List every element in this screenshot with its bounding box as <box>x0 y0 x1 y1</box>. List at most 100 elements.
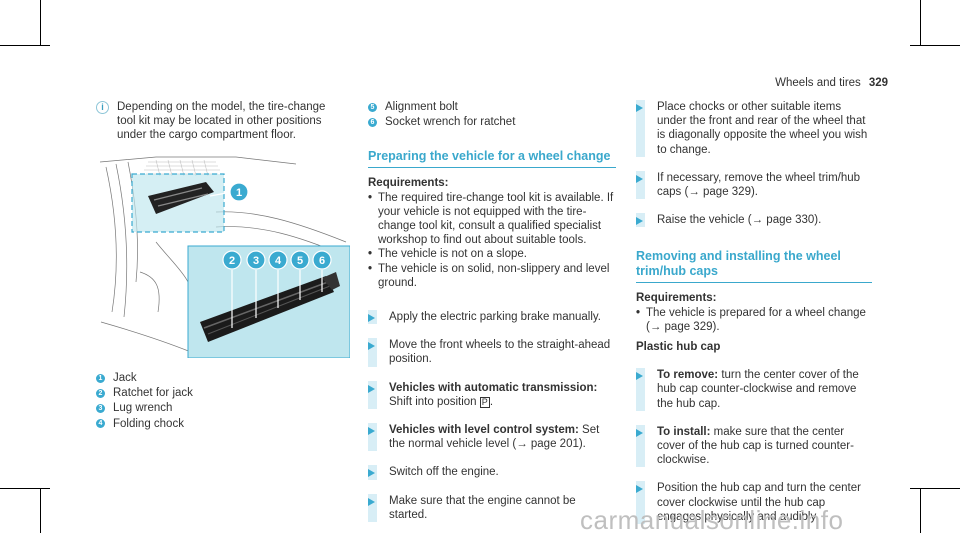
section-name: Wheels and tires <box>775 77 861 89</box>
crop-mark <box>0 45 50 46</box>
requirement-text: The vehicle is prepared for a wheel chan… <box>646 306 866 333</box>
callout-1: 1 <box>229 182 249 202</box>
legend-number: 3 <box>96 404 105 413</box>
step-text: Place chocks or other suitable items und… <box>657 101 868 156</box>
jack-shape <box>148 182 214 214</box>
callout-3: 3 <box>246 250 266 270</box>
step-arrow-icon <box>636 368 645 411</box>
step-item: Make sure that the engine cannot be star… <box>368 493 616 523</box>
step-arrow-icon <box>636 481 645 525</box>
step-text: Move the front wheels to the straight-ah… <box>389 339 611 366</box>
requirement-item: • The vehicle is prepared for a wheel cha… <box>636 306 872 334</box>
requirement-text: The required tire-change tool kit is ava… <box>378 191 614 247</box>
step-item: To install: make sure that the center co… <box>636 424 872 468</box>
crop-mark <box>920 488 921 533</box>
crop-mark <box>40 0 41 46</box>
info-note: i Depending on the model, the tire-chang… <box>96 100 344 143</box>
note-text: Depending on the model, the tire-change … <box>117 101 326 142</box>
legend-label: Jack <box>113 372 137 384</box>
step-arrow-icon <box>368 338 377 367</box>
step-arrow-icon <box>368 493 377 523</box>
step-item: Place chocks or other suitable items und… <box>636 100 872 157</box>
step-item: Position the hub cap and turn the center… <box>636 481 872 525</box>
column-1: i Depending on the model, the tire-chang… <box>96 100 344 143</box>
step-item: Raise the vehicle (→ page 330). <box>636 213 872 228</box>
svg-text:5: 5 <box>297 255 303 267</box>
step-text: Raise the vehicle (→ page 330). <box>657 214 822 227</box>
crop-mark <box>0 488 50 489</box>
step-arrow-icon <box>368 380 377 410</box>
step-item: Vehicles with automatic transmission:Shi… <box>368 380 616 410</box>
step-item: If necessary, remove the wheel trim/hub … <box>636 170 872 200</box>
step-arrow-icon <box>636 170 645 200</box>
step-item: Vehicles with level control system: Set … <box>368 423 616 452</box>
step-item: Switch off the engine. <box>368 465 616 480</box>
callout-2: 2 <box>222 250 242 270</box>
column-3: Place chocks or other suitable items und… <box>636 100 872 525</box>
legend-number: 2 <box>96 388 105 398</box>
step-text: Position the hub cap and turn the center… <box>657 482 861 523</box>
step-arrow-icon <box>636 100 645 157</box>
step-condition: Vehicles with automatic transmission: <box>389 381 598 394</box>
svg-text:1: 1 <box>236 187 242 199</box>
requirement-item: • The required tire-change tool kit is av… <box>368 191 616 248</box>
jack-highlight-frame <box>131 173 225 233</box>
subheading-plastic-hub-cap: Plastic hub cap <box>636 341 721 354</box>
legend-label: Folding chock <box>113 417 184 430</box>
step-item: Move the front wheels to the straight-ah… <box>368 338 616 367</box>
step-action: Set the normal vehicle level (→ page 201… <box>389 424 600 451</box>
bullet-dot: • <box>368 191 373 204</box>
legend-item: 2 Ratchet for jack <box>96 386 344 400</box>
callout-6: 6 <box>312 250 332 270</box>
step-arrow-icon <box>368 310 377 325</box>
requirements-label: Requirements: <box>368 177 449 190</box>
legend-label: Lug wrench <box>113 402 173 415</box>
bullet-dot: • <box>368 262 373 275</box>
legend-item: 3 Lug wrench <box>96 401 344 415</box>
step-text: Vehicles with automatic transmission:Shi… <box>389 381 598 408</box>
requirement-item: •The vehicle is not on a slope. <box>368 247 616 261</box>
step-item: To remove: turn the center cover of the … <box>636 368 872 411</box>
watermark: carmanualsonline.info <box>580 505 844 535</box>
step-condition: To install: <box>657 425 711 438</box>
section-title-removing: Removing and installing the wheel trim/h… <box>636 249 872 284</box>
step-text: Apply the electric parking brake manuall… <box>389 311 602 324</box>
bullet-dot: • <box>636 306 641 319</box>
crop-mark <box>920 0 921 46</box>
step-text: Make sure that the engine cannot be star… <box>389 494 576 521</box>
step-text: If necessary, remove the wheel trim/hub … <box>657 171 861 199</box>
crop-mark <box>40 488 41 533</box>
crop-mark <box>910 45 960 46</box>
legend-label: Socket wrench for ratchet <box>385 116 516 129</box>
park-position-key: P <box>479 396 490 408</box>
step-action: make sure that the center cover of the h… <box>657 425 854 467</box>
crop-mark <box>910 488 960 489</box>
step-text: To remove: turn the center cover of the … <box>657 368 872 411</box>
svg-text:6: 6 <box>319 255 325 267</box>
svg-text:2: 2 <box>229 255 235 267</box>
page-number: 329 <box>868 77 888 89</box>
step-text: Vehicles with level control system: Set … <box>389 423 616 451</box>
section-title-preparing: Preparing the vehicle for a wheel change <box>368 149 616 169</box>
svg-text:3: 3 <box>253 255 259 267</box>
step-item: Apply the electric parking brake manuall… <box>368 310 616 325</box>
grid-mesh <box>144 159 220 177</box>
step-condition: Vehicles with level control system: <box>389 424 579 437</box>
info-icon: i <box>96 101 109 114</box>
callout-lines <box>231 270 323 328</box>
legend-number: 6 <box>368 117 377 127</box>
step-condition: To remove: <box>657 369 719 382</box>
legend-number: 1 <box>96 373 105 383</box>
bullet-dot: • <box>368 248 373 261</box>
legend-number: 5 <box>368 102 377 112</box>
step-arrow-icon <box>368 423 377 452</box>
tool-kit-illustration: 1 2 3 4 5 6 <box>96 152 350 358</box>
step-action: turn the center cover of the hub cap cou… <box>657 369 859 410</box>
legend-label: Ratchet for jack <box>113 387 193 400</box>
step-text: Switch off the engine. <box>389 466 499 479</box>
step-text: To install: make sure that the center co… <box>657 425 872 468</box>
